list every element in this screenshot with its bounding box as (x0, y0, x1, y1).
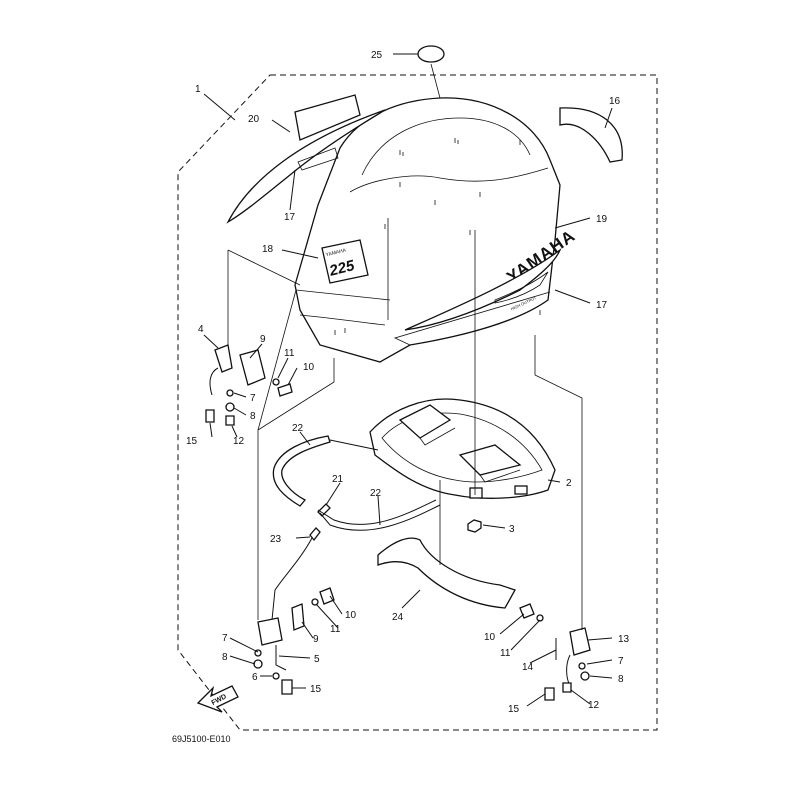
model-decal-text: 225 (327, 257, 357, 280)
water-hoses (271, 435, 441, 621)
callout-15-left: 15 (310, 684, 322, 695)
callout-1: 1 (195, 84, 201, 95)
callout-12-upper: 12 (233, 436, 245, 447)
model-decal-small: YAMAHA (325, 247, 347, 258)
callout-15-right: 15 (508, 704, 520, 715)
fwd-arrow: FWD (196, 685, 239, 713)
latch-upper-left (205, 344, 293, 426)
callout-13: 13 (618, 634, 630, 645)
rubber-seal (377, 537, 516, 609)
callout-7-right: 7 (618, 656, 624, 667)
callout-22-lower: 22 (370, 488, 382, 499)
callout-leaders (203, 53, 613, 707)
callout-10-left: 10 (345, 610, 357, 621)
callout-6: 6 (252, 672, 258, 683)
callout-24: 24 (392, 612, 404, 623)
callout-7-left: 7 (222, 633, 228, 644)
callout-17-left: 17 (284, 212, 296, 223)
diagram-code: 69J5100-E010 (172, 734, 231, 744)
callout-8-upper: 8 (250, 411, 256, 422)
callout-16: 16 (609, 96, 621, 107)
callout-25: 25 (371, 50, 383, 61)
callout-5: 5 (314, 654, 320, 665)
callout-9-upper: 9 (260, 334, 266, 345)
callout-11-right: 11 (500, 648, 511, 659)
callout-19: 19 (596, 214, 608, 225)
callout-2: 2 (566, 478, 572, 489)
vent-marks (334, 138, 541, 335)
latch-lower-right (519, 603, 591, 701)
callout-8-left: 8 (222, 652, 228, 663)
callout-4: 4 (198, 324, 204, 335)
projection-lines (227, 63, 583, 630)
side-decal (226, 94, 386, 224)
rear-decal (559, 107, 623, 163)
callout-7-upper: 7 (250, 393, 256, 404)
callout-14: 14 (522, 662, 534, 673)
callout-20: 20 (248, 114, 260, 125)
callout-labels: 1 25 20 16 17 18 19 17 4 9 11 10 7 8 15 … (186, 50, 630, 715)
model-decal: 225 YAMAHA (321, 239, 369, 284)
callout-11-upper: 11 (284, 348, 295, 359)
callout-9-lower: 9 (313, 634, 319, 645)
ring-seal (417, 45, 445, 63)
callout-12-right: 12 (588, 700, 600, 711)
callout-17-right: 17 (596, 300, 608, 311)
callout-15-upper: 15 (186, 436, 198, 447)
callout-11-left: 11 (330, 624, 341, 635)
callout-10-upper: 10 (303, 362, 315, 373)
callout-21: 21 (332, 474, 344, 485)
seal-frame (369, 398, 556, 499)
callout-18: 18 (262, 244, 274, 255)
callout-3: 3 (509, 524, 515, 535)
callout-23: 23 (270, 534, 282, 545)
callout-8-right: 8 (618, 674, 624, 685)
latch-lower-left (253, 587, 335, 695)
nut-3 (467, 519, 482, 533)
callout-22-upper: 22 (292, 423, 304, 434)
callout-10-right: 10 (484, 632, 496, 643)
